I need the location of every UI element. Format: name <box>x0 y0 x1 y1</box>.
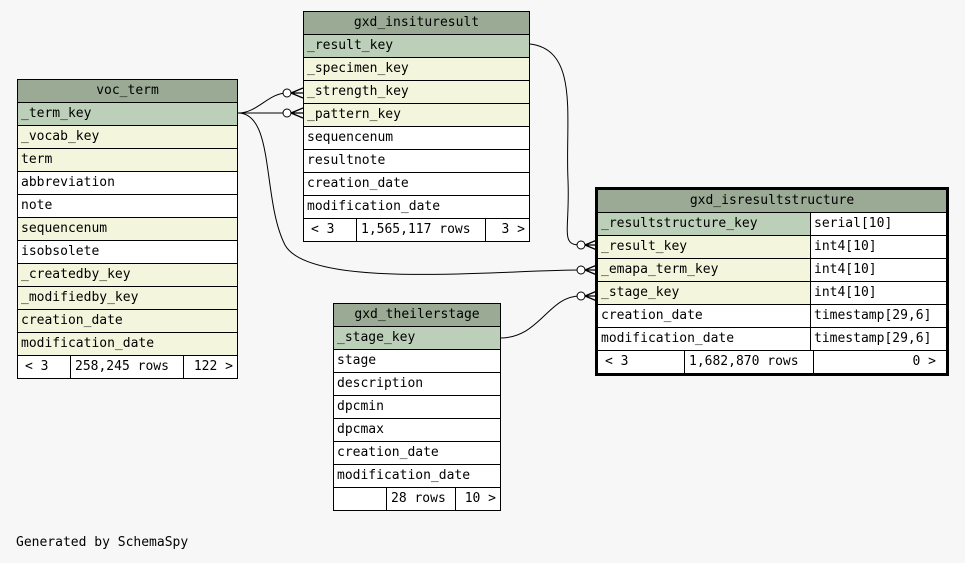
column-type: int4[10] <box>811 282 946 304</box>
column-row[interactable]: modification_date timestamp[29,6] <box>598 328 946 351</box>
table-title[interactable]: gxd_isresultstructure <box>598 190 946 213</box>
row-count: 1,682,870 rows <box>685 351 814 373</box>
children-link[interactable]: 10 > <box>464 491 496 506</box>
column-row[interactable]: stage <box>334 350 500 373</box>
link-term-strength <box>237 92 288 114</box>
crow-foot-circle <box>282 108 292 118</box>
link-result <box>529 43 581 246</box>
column-row[interactable]: _term_key <box>18 103 237 126</box>
column-row[interactable]: _emapa_term_key int4[10] <box>598 259 946 282</box>
column-name: _stage_key <box>598 282 811 304</box>
column-row[interactable]: _createdby_key <box>18 264 237 287</box>
link-stage <box>499 295 581 339</box>
row-count: 28 rows <box>387 488 456 510</box>
parents-link[interactable]: < 3 <box>601 351 685 373</box>
column-row[interactable]: _result_key <box>304 35 529 58</box>
column-type: int4[10] <box>811 259 946 281</box>
table-title[interactable]: gxd_theilerstage <box>334 304 500 327</box>
column-type: serial[10] <box>811 213 946 235</box>
column-row[interactable]: creation_date timestamp[29,6] <box>598 305 946 328</box>
table-title[interactable]: gxd_insituresult <box>304 12 529 35</box>
column-row[interactable]: _stage_key int4[10] <box>598 282 946 305</box>
column-row[interactable]: resultnote <box>304 150 529 173</box>
column-row[interactable]: note <box>18 195 237 218</box>
column-row[interactable]: modification_date <box>304 196 529 219</box>
column-name: modification_date <box>598 328 811 350</box>
children-link[interactable]: 0 > <box>912 354 936 369</box>
generated-by-credit[interactable]: Generated by SchemaSpy <box>16 535 189 550</box>
table-footer: < 3 1,682,870 rows 0 > <box>598 351 946 373</box>
column-row[interactable]: dpcmax <box>334 419 500 442</box>
column-name: _resultstructure_key <box>598 213 811 235</box>
column-row[interactable]: modification_date <box>18 333 237 356</box>
column-row[interactable]: creation_date <box>304 173 529 196</box>
table-footer: < 3 1,565,117 rows 3 > <box>304 219 529 241</box>
parents-link[interactable] <box>337 488 387 510</box>
column-row[interactable]: _pattern_key <box>304 104 529 127</box>
column-row[interactable]: sequencenum <box>304 127 529 150</box>
column-row[interactable]: modification_date <box>334 465 500 488</box>
column-row[interactable]: _stage_key <box>334 327 500 350</box>
crow-foot-circle <box>576 240 586 250</box>
table-gxd-insituresult[interactable]: gxd_insituresult _result_key _specimen_k… <box>303 11 530 242</box>
column-row[interactable]: abbreviation <box>18 172 237 195</box>
children-link[interactable]: 122 > <box>193 359 233 374</box>
crow-foot-circle <box>576 291 586 301</box>
table-gxd-theilerstage[interactable]: gxd_theilerstage _stage_key stage descri… <box>333 303 501 511</box>
children-link[interactable]: 3 > <box>501 222 525 237</box>
column-row[interactable]: term <box>18 149 237 172</box>
table-gxd-isresultstructure[interactable]: gxd_isresultstructure _resultstructure_k… <box>595 187 949 376</box>
column-name: _emapa_term_key <box>598 259 811 281</box>
parents-link[interactable]: < 3 <box>21 356 71 378</box>
column-row[interactable]: sequencenum <box>18 218 237 241</box>
crow-foot-circle <box>576 265 586 275</box>
link-emapa-term <box>237 112 581 275</box>
column-type: int4[10] <box>811 236 946 258</box>
table-voc-term[interactable]: voc_term _term_key _vocab_key term abbre… <box>17 79 238 379</box>
column-row[interactable]: _strength_key <box>304 81 529 104</box>
column-row[interactable]: isobsolete <box>18 241 237 264</box>
table-footer: < 3 258,245 rows 122 > <box>18 356 237 378</box>
column-type: timestamp[29,6] <box>814 331 932 346</box>
column-row[interactable]: _specimen_key <box>304 58 529 81</box>
column-type: timestamp[29,6] <box>814 308 932 323</box>
column-row[interactable]: _modifiedby_key <box>18 287 237 310</box>
column-name: _result_key <box>598 236 811 258</box>
column-name: creation_date <box>598 305 811 327</box>
column-row[interactable]: _vocab_key <box>18 126 237 149</box>
table-footer: 28 rows 10 > <box>334 488 500 510</box>
row-count: 258,245 rows <box>71 356 184 378</box>
crow-foot-circle <box>282 88 292 98</box>
column-row[interactable]: _result_key int4[10] <box>598 236 946 259</box>
parents-link[interactable]: < 3 <box>307 219 357 241</box>
row-count: 1,565,117 rows <box>357 219 486 241</box>
column-row[interactable]: _resultstructure_key serial[10] <box>598 213 946 236</box>
column-row[interactable]: creation_date <box>334 442 500 465</box>
column-row[interactable]: creation_date <box>18 310 237 333</box>
column-row[interactable]: description <box>334 373 500 396</box>
column-row[interactable]: dpcmin <box>334 396 500 419</box>
table-title[interactable]: voc_term <box>18 80 237 103</box>
